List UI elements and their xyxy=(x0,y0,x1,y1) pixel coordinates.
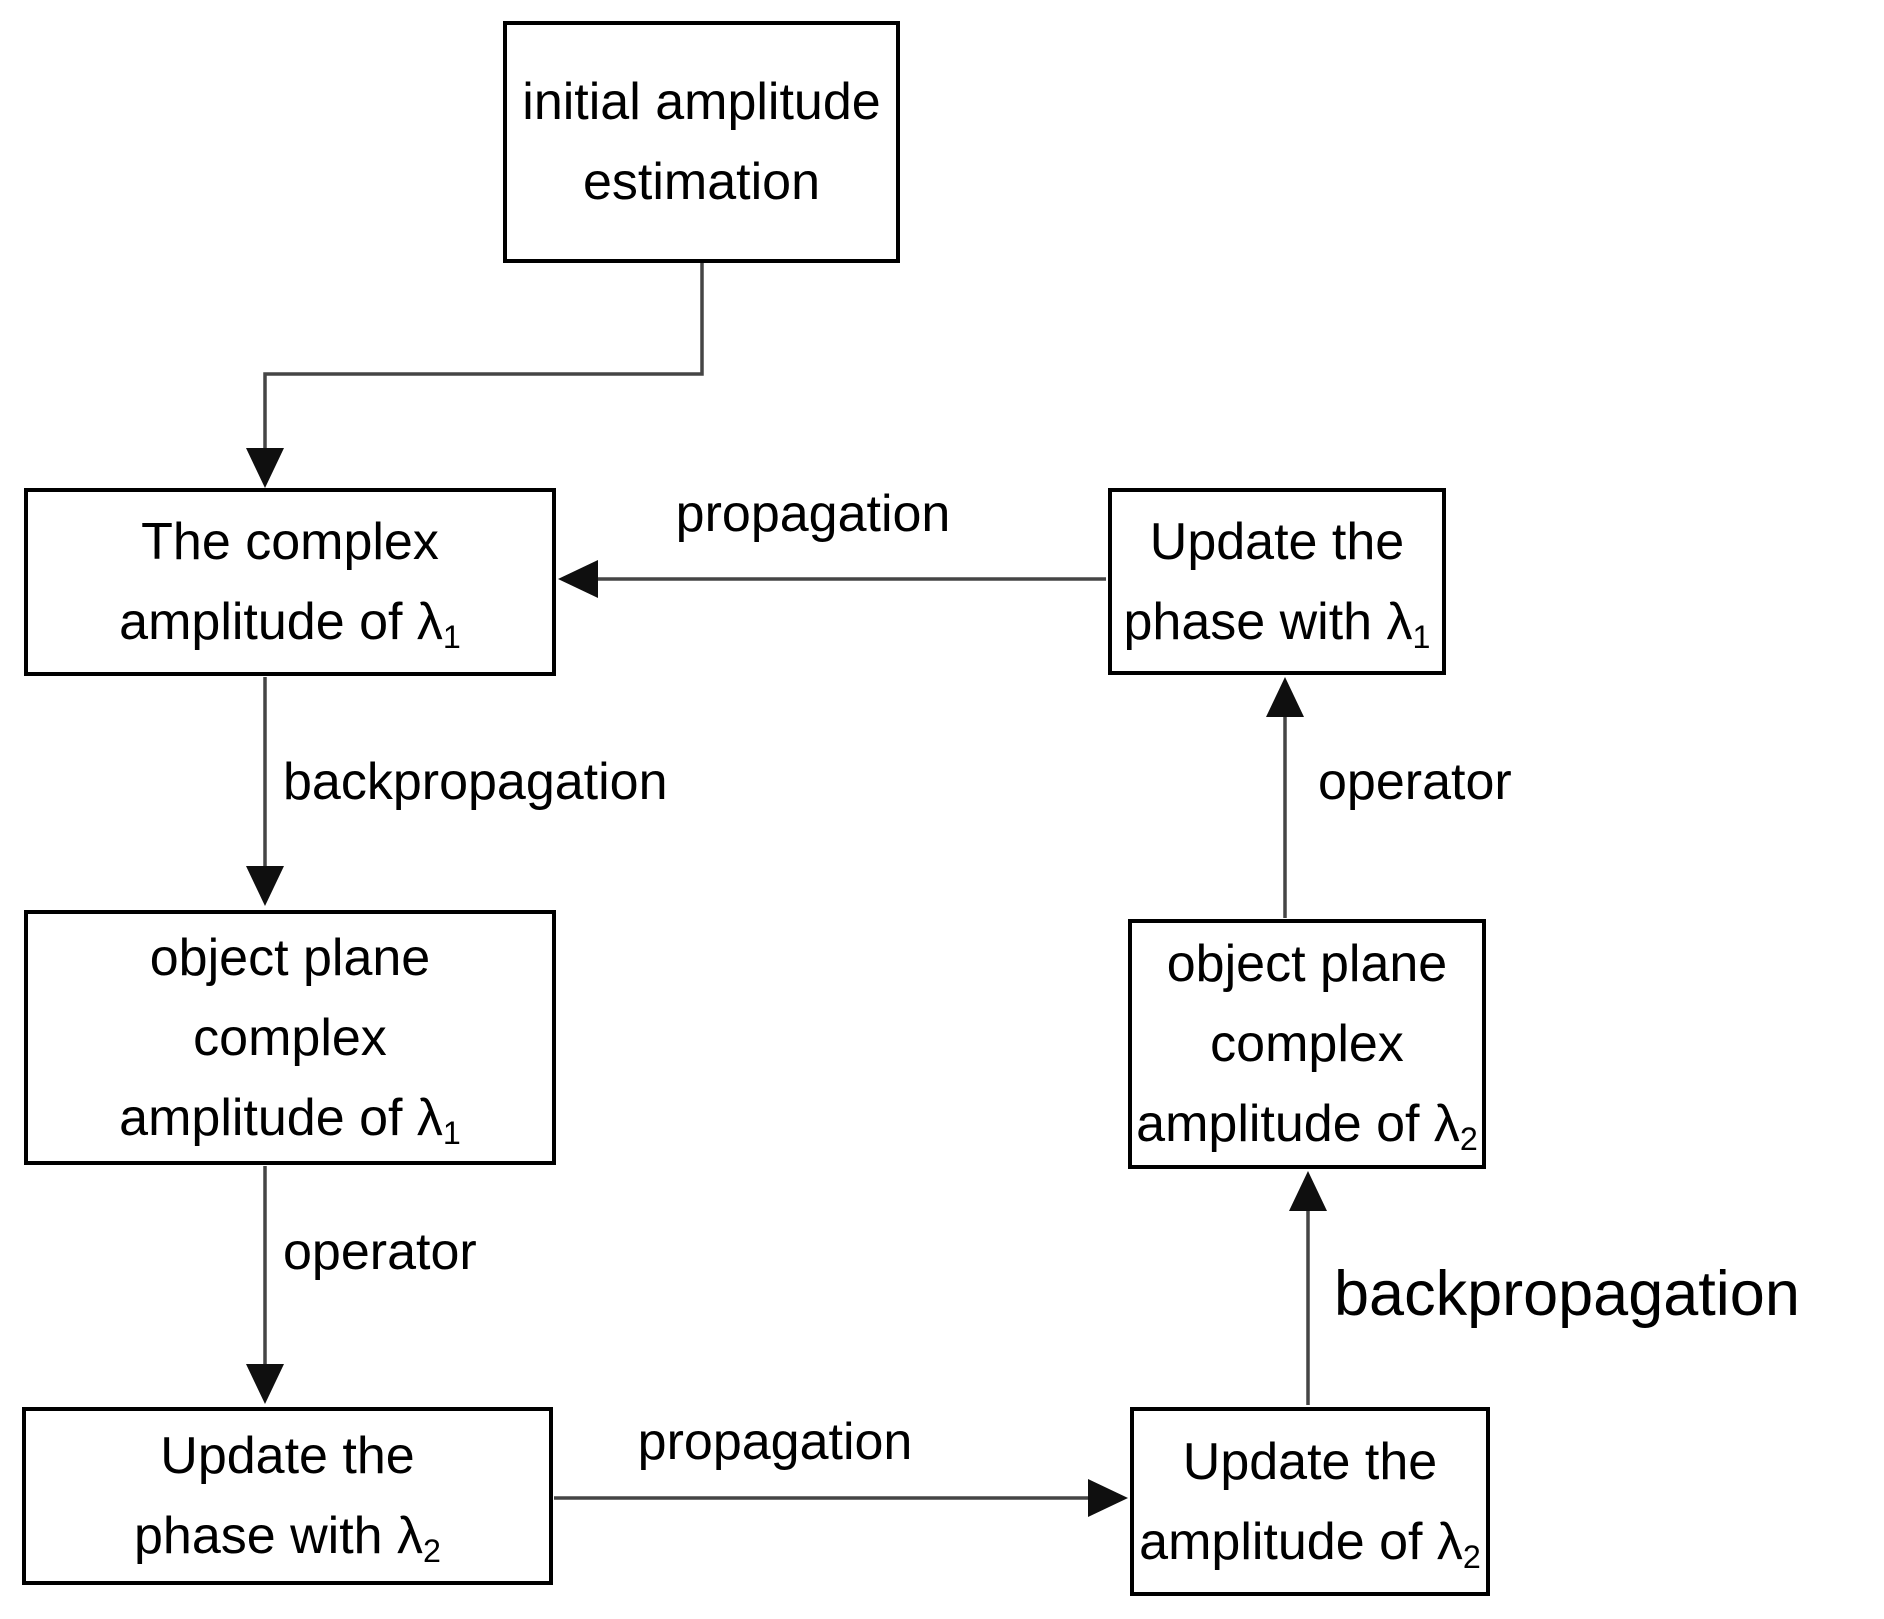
box-text-line: The complex xyxy=(141,513,439,571)
box-text-line: Update the xyxy=(160,1427,415,1485)
box-text: amplitude of λ xyxy=(119,593,443,651)
box-text-line: complex xyxy=(193,1008,387,1067)
arrowhead-down-into-complex-amp xyxy=(246,448,284,488)
lambda-subscript: 2 xyxy=(1459,1121,1478,1158)
box-text-line: phase with λ2 xyxy=(134,1496,441,1576)
box-update-phase-lambda2: Update the phase with λ2 xyxy=(22,1407,553,1585)
box-text-line: Update the xyxy=(1149,512,1405,571)
box-text-line: estimation xyxy=(583,153,820,211)
box-text: amplitude of λ xyxy=(1136,1095,1460,1153)
box-text-line: amplitude of λ2 xyxy=(1136,1084,1478,1164)
box-text-line: amplitude of λ1 xyxy=(119,582,461,662)
edge-label-propagation-bottom: propagation xyxy=(637,1413,913,1471)
box-text: phase with λ xyxy=(1123,592,1413,651)
arrowhead-down-into-update-phase-l2 xyxy=(246,1364,284,1404)
connector-initial-to-complex-amp xyxy=(263,263,704,482)
box-object-plane-complex-amplitude-lambda1: object plane complex amplitude of λ1 xyxy=(24,910,556,1165)
box-text-line: initial amplitude xyxy=(522,73,881,131)
box-text-line: amplitude of λ2 xyxy=(1139,1502,1481,1582)
box-text-line: Update the xyxy=(1182,1432,1438,1491)
lambda-subscript: 2 xyxy=(1462,1538,1481,1575)
box-initial-amplitude-estimation: initial amplitude estimation xyxy=(503,21,900,263)
box-text-line: object plane xyxy=(149,928,431,987)
box-update-amplitude-lambda2: Update the amplitude of λ2 xyxy=(1130,1407,1490,1596)
arrowhead-up-into-object-l2 xyxy=(1289,1171,1327,1211)
lambda-subscript: 1 xyxy=(1412,618,1431,655)
edge-label-propagation-top: propagation xyxy=(675,485,951,543)
lambda-subscript: 2 xyxy=(423,1533,441,1570)
box-text: phase with λ xyxy=(134,1507,424,1565)
box-complex-amplitude-lambda1: The complex amplitude of λ1 xyxy=(24,488,556,676)
edge-label-operator-right: operator xyxy=(1318,753,1512,811)
edge-label-backpropagation-left: backpropagation xyxy=(283,753,668,811)
box-text-line: amplitude of λ1 xyxy=(119,1078,461,1158)
arrowhead-down-into-object-l1 xyxy=(246,866,284,906)
lambda-subscript: 1 xyxy=(442,619,461,656)
arrowhead-up-into-update-phase-l1 xyxy=(1266,677,1304,717)
box-text-line: object plane xyxy=(1166,935,1448,993)
arrowhead-right-into-update-amp-l2 xyxy=(1088,1479,1128,1517)
edge-label-backpropagation-right: backpropagation xyxy=(1334,1259,1800,1329)
lambda-subscript: 1 xyxy=(442,1114,461,1151)
box-object-plane-complex-amplitude-lambda2: object plane complex amplitude of λ2 xyxy=(1128,919,1486,1169)
box-text: amplitude of λ xyxy=(119,1088,443,1147)
box-update-phase-lambda1: Update the phase with λ1 xyxy=(1108,488,1446,675)
arrowhead-left-into-complex-amp xyxy=(558,560,598,598)
box-text-line: complex xyxy=(1210,1015,1404,1073)
box-text-line: phase with λ1 xyxy=(1124,582,1431,662)
edge-label-operator-left: operator xyxy=(283,1223,477,1281)
box-text: amplitude of λ xyxy=(1139,1512,1463,1571)
